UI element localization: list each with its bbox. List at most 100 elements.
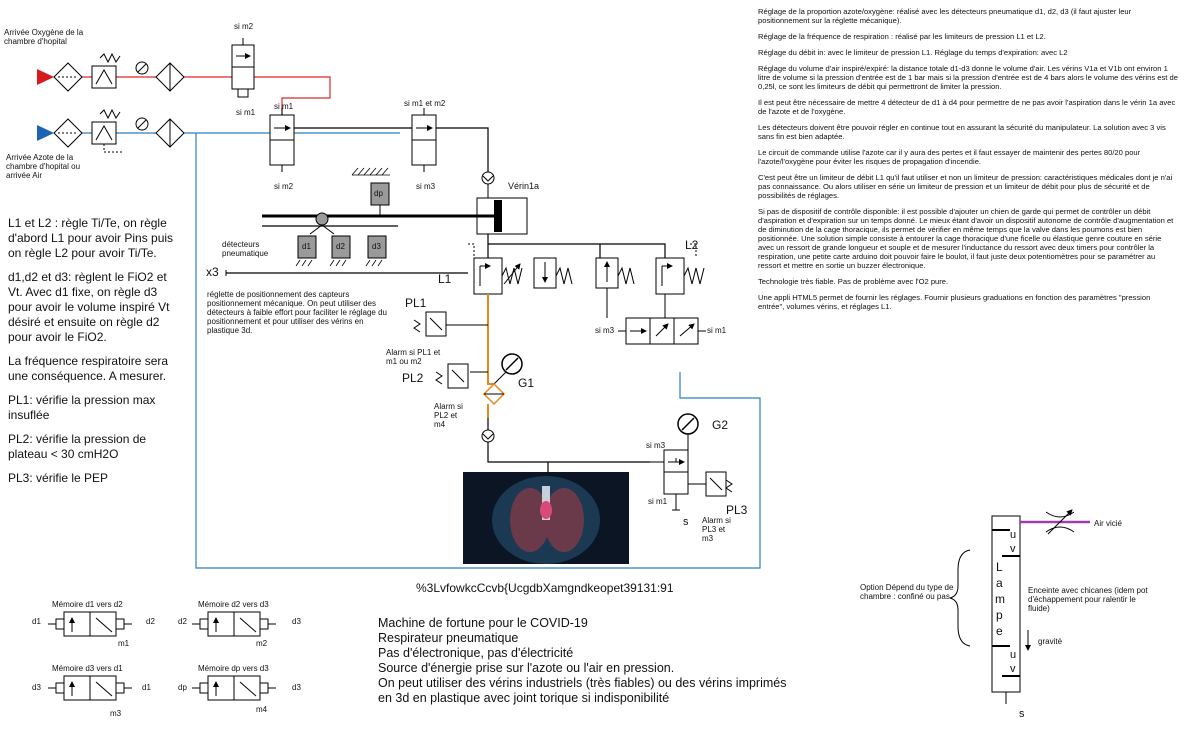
valve-lower-m3-label: si m3 xyxy=(595,326,615,335)
chamber-lampe-1: a xyxy=(996,576,1003,590)
alarm-pl1-label: Alarm si PL1 et m1 ou m2 xyxy=(386,348,441,366)
memory-4-title: Mémoire dp vers d3 xyxy=(198,664,269,673)
bottom-line: en 3d en plastique avec joint torique si… xyxy=(378,691,670,705)
memory-4-out: d3 xyxy=(292,683,301,692)
sensor-d3-label: d3 xyxy=(372,242,381,251)
verin-label: Vérin1a xyxy=(508,181,540,191)
L1-label: L1 xyxy=(438,272,452,286)
enceinte-label: Enceinte avec chicanes (idem pot d'échap… xyxy=(1028,586,1148,613)
chamber-v2: v xyxy=(1010,663,1016,675)
right-note: Réglage de la fréquence de respiration :… xyxy=(758,32,1046,41)
alarm-pl2-label: Alarm si PL2 et m4 xyxy=(434,402,463,429)
note-pl2: PL2: vérifie la pression de plateau < 30… xyxy=(8,432,147,461)
chamber-option-label: Option Dépend du type de chambre : confi… xyxy=(860,583,954,601)
sensor-d1 xyxy=(297,235,317,259)
valve-right-m3-label: si m3 xyxy=(416,182,436,191)
verin1a xyxy=(262,184,528,235)
oxygen-inlet-chain xyxy=(37,52,185,92)
chamber-drawing xyxy=(949,509,1090,704)
memory-1-m: m1 xyxy=(118,639,130,648)
memory-1-title: Mémoire d1 vers d2 xyxy=(52,600,123,609)
right-notes: Réglage de la proportion azote/oxygène: … xyxy=(758,7,1178,318)
L2-label: L2 xyxy=(685,238,699,252)
bottom-line: Pas d'électronique, pas d'électricité xyxy=(378,646,574,660)
memory-block-4 xyxy=(192,675,276,701)
memory-3-m: m3 xyxy=(110,709,122,718)
note-frequence: La fréquence respiratoire sera une consé… xyxy=(8,354,169,383)
nitrogen-inlet-chain xyxy=(37,108,185,153)
bottom-line: Source d'énergie prise sur l'azote ou l'… xyxy=(378,661,675,675)
right-note: Il est peut être nécessaire de mettre 4 … xyxy=(758,98,1176,116)
G2-label: G2 xyxy=(712,418,729,432)
memory-1-out: d2 xyxy=(146,617,155,626)
memory-block-2 xyxy=(192,611,276,637)
memory-2-out: d3 xyxy=(292,617,301,626)
right-note: C'est peut être un limiteur de débit L1 … xyxy=(758,173,1173,200)
PL2-label: PL2 xyxy=(402,371,424,385)
chamber-lampe-2: m xyxy=(995,592,1005,606)
valve-mid-m2-label: si m2 xyxy=(274,182,294,191)
valve-top-m2 xyxy=(231,38,255,98)
PL1-label: PL1 xyxy=(405,296,427,310)
chamber-lampe-3: p xyxy=(996,608,1003,622)
id-code: %3LvfowkcCcvb{UcgdbXamgndkeopet39131:91 xyxy=(416,581,674,595)
sensor-d1-label: d1 xyxy=(302,242,311,251)
valve-top-m1-label: si m1 xyxy=(236,108,256,117)
x3-label: x3 xyxy=(206,265,219,279)
left-notes: L1 et L2 : règle Ti/Te, on règle d'abord… xyxy=(8,216,178,495)
reglette-label: réglette de positionnement des capteurs … xyxy=(207,290,387,335)
memory-1-in: d1 xyxy=(32,617,41,626)
right-note: Réglage de la proportion azote/oxygène: … xyxy=(758,7,1132,25)
valve-exp-m1-label: si m1 xyxy=(648,497,668,506)
note-pl1: PL1: vérifie la pression max insuflée xyxy=(8,393,156,422)
right-note: Le circuit de commande utilise l'azote c… xyxy=(758,148,1141,166)
valve-right-m1m2-label: si m1 et m2 xyxy=(404,99,446,108)
chamber-lampe-4: e xyxy=(996,624,1003,638)
valve-top-m2-label: si m2 xyxy=(234,22,254,31)
valve-exp-m3-label: si m3 xyxy=(646,441,666,450)
sensor-d3 xyxy=(367,235,387,259)
detecteurs-label: détecteurs pneumatique xyxy=(222,240,269,258)
chamber-v1: v xyxy=(1010,543,1016,555)
memory-4-in: dp xyxy=(178,683,187,692)
valve-mid-m1-m2 xyxy=(269,108,295,172)
valve-expiration-m3-m1 xyxy=(663,449,706,511)
bottom-line: Machine de fortune pour le COVID-19 xyxy=(378,616,588,630)
valve-lower-m3-m1 xyxy=(618,317,706,345)
right-note: Réglage du volume d'air inspiré/expiré: … xyxy=(758,64,1178,91)
PL3-label: PL3 xyxy=(726,503,748,517)
valve-mid-m1-label: si m1 xyxy=(274,102,294,111)
exp-s-label: s xyxy=(683,516,689,528)
bottom-line: Respirateur pneumatique xyxy=(378,631,519,645)
memory-2-title: Mémoire d2 vers d3 xyxy=(198,600,269,609)
pressure-switch-PL3 xyxy=(705,471,733,497)
pressure-switch-PL1 xyxy=(413,311,447,337)
pressure-switch-PL2 xyxy=(435,363,469,389)
valve-right-m1m2-m3 xyxy=(411,108,437,172)
limiter-L1 xyxy=(468,243,573,295)
memory-4-m: m4 xyxy=(256,705,268,714)
chamber-u2: u xyxy=(1010,649,1017,661)
air-vicie-label: Air vicié xyxy=(1094,519,1123,528)
right-note: Une appli HTML5 permet de fournir les ré… xyxy=(758,293,1151,311)
G1-label: G1 xyxy=(518,376,535,390)
sensor-dp-label: dp xyxy=(374,189,383,198)
note-pl3: PL3: vérifie le PEP xyxy=(8,471,109,485)
right-note: Technologie très fiable. Pas de problème… xyxy=(758,277,949,286)
bottom-description: Machine de fortune pour le COVID-19 Resp… xyxy=(378,616,787,706)
chamber-s-label: s xyxy=(1019,708,1025,720)
memory-block-1 xyxy=(48,611,132,637)
gravite-label: gravité xyxy=(1038,637,1063,646)
memory-3-out: d1 xyxy=(142,683,151,692)
valve-lower-m1-label: si m1 xyxy=(707,326,727,335)
memory-3-title: Mémoire d3 vers d1 xyxy=(52,664,123,673)
oxygen-inlet-label: Arrivée Oxygène de la chambre d'hopital xyxy=(4,28,84,46)
sensor-d2-label: d2 xyxy=(336,242,345,251)
alarm-pl3-label: Alarm si PL3 et m3 xyxy=(702,516,731,543)
memory-2-m: m2 xyxy=(256,639,268,648)
sensor-d2 xyxy=(331,235,351,259)
note-l1l2: L1 et L2 : règle Ti/Te, on règle d'abord… xyxy=(8,216,174,260)
memory-block-3 xyxy=(48,675,132,701)
memory-2-in: d2 xyxy=(178,617,187,626)
note-d1d2d3: d1,d2 et d3: règlent le FiO2 et Vt. Avec… xyxy=(8,270,170,344)
